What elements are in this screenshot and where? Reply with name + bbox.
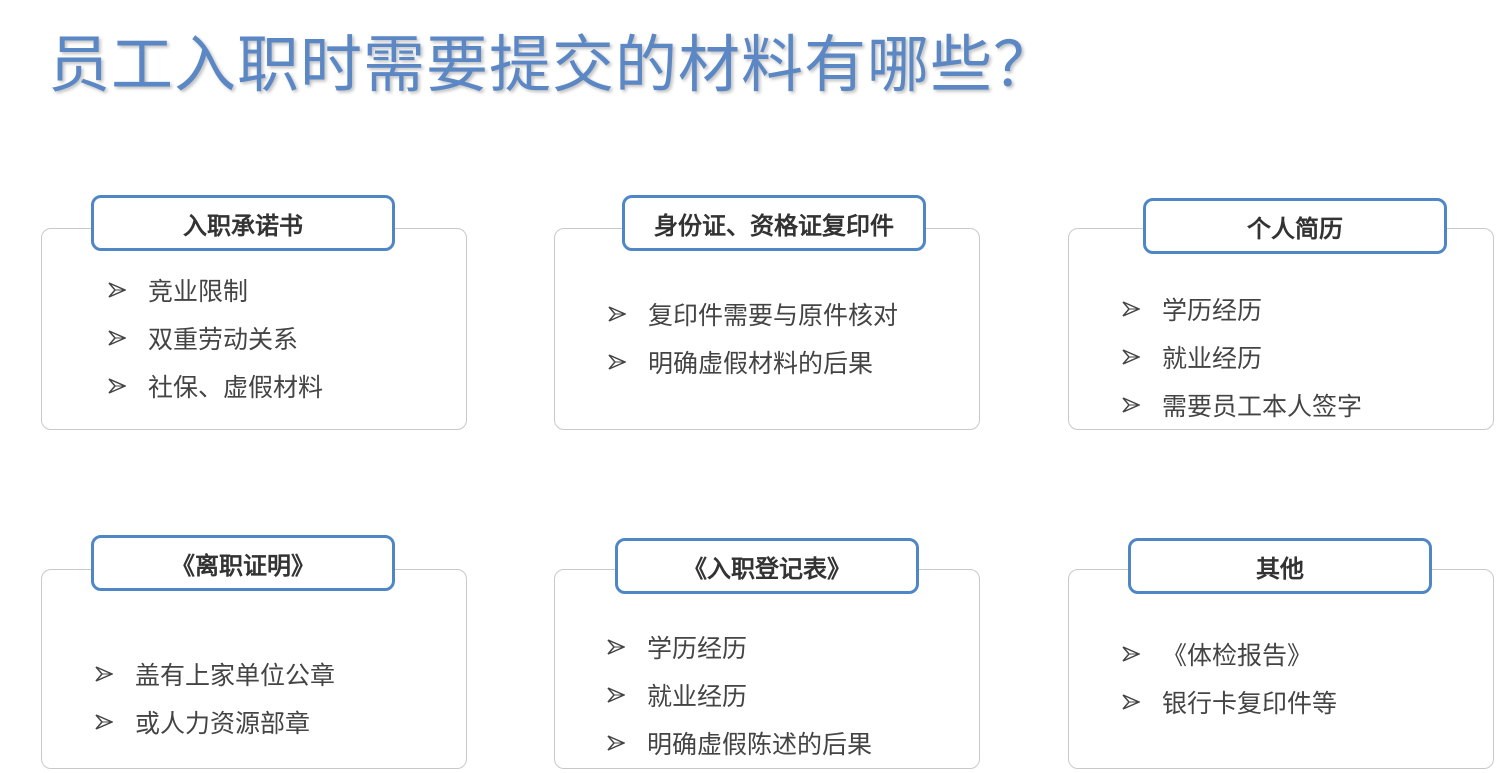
list-item: 就业经历 <box>607 671 872 719</box>
card-header-id-copies: 身份证、资格证复印件 <box>622 195 926 251</box>
list-item-text: 需要员工本人签字 <box>1162 392 1363 421</box>
card-id-copies <box>554 228 980 430</box>
list-item: 学历经历 <box>1122 285 1362 333</box>
list-item: 社保、虚假材料 <box>108 362 323 410</box>
arrowhead-bullet-icon <box>1122 397 1140 413</box>
arrowhead-bullet-icon <box>607 687 625 703</box>
list-item-text: 社保、虚假材料 <box>148 373 324 402</box>
card-header-onboarding-commitment: 入职承诺书 <box>91 195 395 251</box>
list-item-text: 明确虚假材料的后果 <box>648 349 874 378</box>
list-item: 《体检报告》 <box>1122 630 1337 678</box>
arrowhead-bullet-icon <box>607 735 625 751</box>
list-item: 双重劳动关系 <box>108 314 323 362</box>
arrowhead-bullet-icon <box>95 714 113 730</box>
list-item: 盖有上家单位公章 <box>95 650 335 698</box>
arrowhead-bullet-icon <box>607 639 625 655</box>
arrowhead-bullet-icon <box>1122 646 1140 662</box>
list-item-text: 双重劳动关系 <box>148 325 299 354</box>
card-items-others: 《体检报告》 银行卡复印件等 <box>1122 630 1337 726</box>
list-item-text: 银行卡复印件等 <box>1162 689 1338 718</box>
list-item: 复印件需要与原件核对 <box>608 290 898 338</box>
card-items-resignation-certificate: 盖有上家单位公章 或人力资源部章 <box>95 650 335 746</box>
list-item: 就业经历 <box>1122 333 1362 381</box>
card-items-registration-form: 学历经历 就业经历 明确虚假陈述的后果 <box>607 623 872 767</box>
arrowhead-bullet-icon <box>1122 349 1140 365</box>
card-resignation-certificate <box>41 569 467 769</box>
list-item: 需要员工本人签字 <box>1122 381 1362 429</box>
list-item: 竞业限制 <box>108 266 323 314</box>
list-item: 明确虚假陈述的后果 <box>607 719 872 767</box>
card-resume <box>1068 228 1494 430</box>
list-item: 明确虚假材料的后果 <box>608 338 898 386</box>
card-header-resume: 个人简历 <box>1143 198 1447 254</box>
card-header-resignation-certificate: 《离职证明》 <box>91 535 395 591</box>
list-item-text: 盖有上家单位公章 <box>135 661 336 690</box>
list-item-text: 学历经历 <box>1162 296 1263 325</box>
card-onboarding-commitment <box>41 228 467 430</box>
arrowhead-bullet-icon <box>108 282 126 298</box>
list-item: 银行卡复印件等 <box>1122 678 1337 726</box>
list-item-text: 竞业限制 <box>148 277 249 306</box>
arrowhead-bullet-icon <box>608 354 626 370</box>
card-others <box>1068 569 1494 769</box>
card-items-onboarding-commitment: 竞业限制 双重劳动关系 社保、虚假材料 <box>108 266 323 410</box>
list-item-text: 学历经历 <box>647 634 748 663</box>
list-item-text: 或人力资源部章 <box>135 709 311 738</box>
list-item-text: 就业经历 <box>1162 344 1263 373</box>
arrowhead-bullet-icon <box>608 306 626 322</box>
arrowhead-bullet-icon <box>1122 301 1140 317</box>
list-item: 学历经历 <box>607 623 872 671</box>
list-item-text: 《体检报告》 <box>1162 641 1313 670</box>
card-items-id-copies: 复印件需要与原件核对 明确虚假材料的后果 <box>608 290 898 386</box>
list-item: 或人力资源部章 <box>95 698 335 746</box>
card-header-others: 其他 <box>1128 538 1432 594</box>
list-item-text: 明确虚假陈述的后果 <box>647 730 873 759</box>
arrowhead-bullet-icon <box>108 330 126 346</box>
card-registration-form <box>554 569 980 769</box>
list-item-text: 就业经历 <box>647 682 748 711</box>
page-title: 员工入职时需要提交的材料有哪些？ <box>48 28 1057 101</box>
list-item-text: 复印件需要与原件核对 <box>648 301 899 330</box>
arrowhead-bullet-icon <box>95 666 113 682</box>
card-items-resume: 学历经历 就业经历 需要员工本人签字 <box>1122 285 1362 429</box>
card-header-registration-form: 《入职登记表》 <box>615 538 919 594</box>
arrowhead-bullet-icon <box>108 378 126 394</box>
arrowhead-bullet-icon <box>1122 694 1140 710</box>
